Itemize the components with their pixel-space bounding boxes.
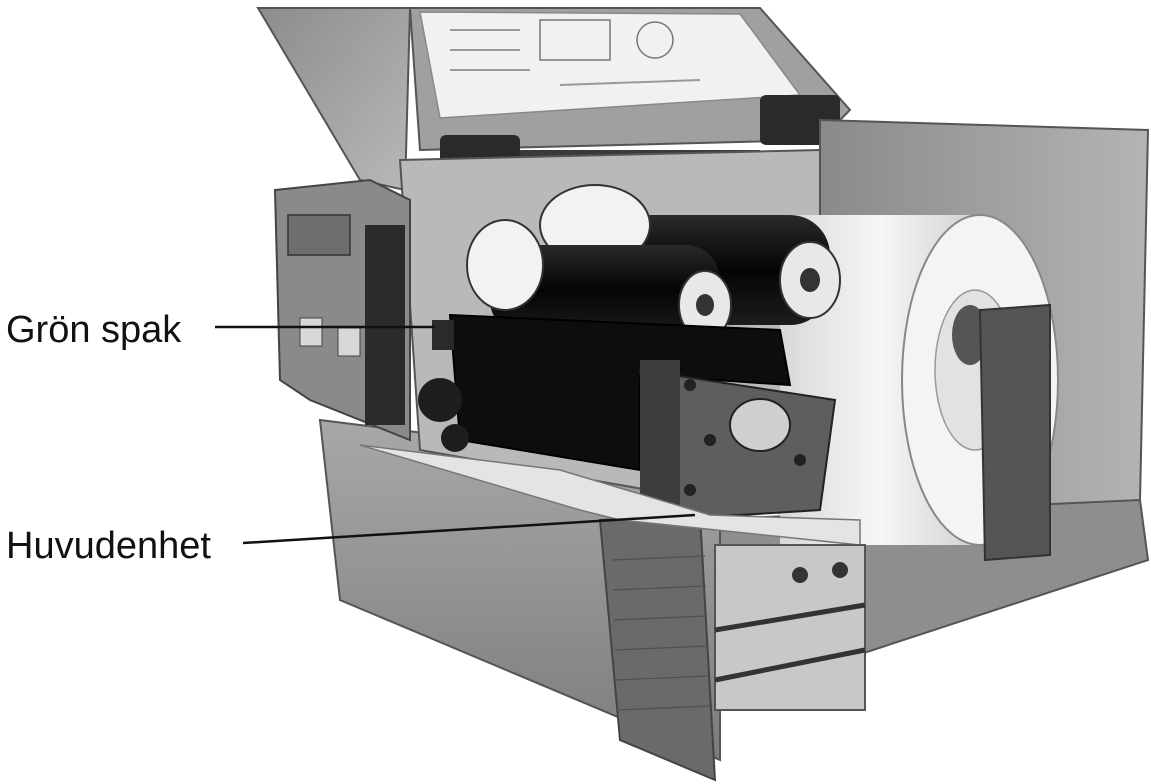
paper-web — [359, 444, 861, 546]
callout-label-head-unit: Huvudenhet — [6, 525, 211, 567]
lower-mechanism — [714, 544, 866, 711]
callout-label-green-lever: Grön spak — [6, 309, 182, 351]
ribbon-rolls — [466, 184, 841, 340]
callout-line-head-unit — [242, 513, 696, 545]
green-lever — [418, 320, 469, 452]
roll-holder — [978, 303, 1051, 562]
bezel-ridges — [611, 555, 711, 711]
open-lid — [256, 7, 852, 192]
control-panel — [273, 178, 411, 442]
printhead-unit — [638, 360, 837, 522]
